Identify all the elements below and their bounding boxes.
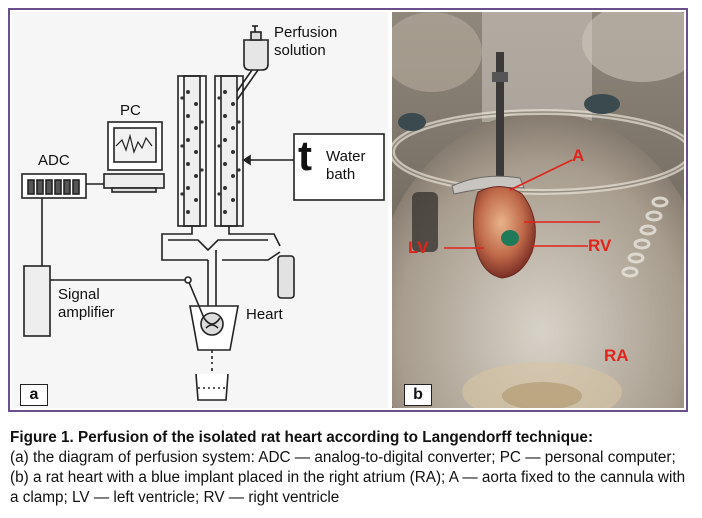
right-atrium-label: RA: [604, 346, 629, 365]
figure-frame: PC ADC Perfusion solution t Water bath S…: [8, 8, 688, 412]
figure-caption: Figure 1. Perfusion of the isolated rat …: [10, 428, 692, 508]
panel-b-photo: A LV RV RA b: [392, 12, 684, 408]
panel-a-letter: a: [20, 384, 48, 406]
water-bath-label-line1: Water: [326, 148, 366, 165]
caption-title: Figure 1. Perfusion of the isolated rat …: [10, 429, 594, 446]
perfusion-solution-label-line1: Perfusion: [274, 24, 338, 41]
caption-text: (a) the diagram of perfusion system: ADC…: [10, 449, 686, 506]
adc-label: ADC: [38, 152, 70, 169]
left-ventricle-label: LV: [408, 238, 429, 257]
panel-divider: [388, 10, 392, 410]
right-ventricle-label: RV: [588, 236, 612, 255]
heart-label: Heart: [246, 306, 283, 323]
water-bath-label-line2: bath: [326, 166, 356, 183]
pc-label: PC: [120, 102, 141, 119]
perfusion-solution-label-line2: solution: [274, 42, 326, 59]
signal-amplifier-label-line2: amplifier: [58, 304, 115, 321]
panel-b-letter: b: [404, 384, 432, 406]
heart-photo-illustration: [392, 12, 684, 408]
signal-amplifier-label-line1: Signal: [58, 286, 100, 303]
perfusion-system-schematic: [21, 25, 385, 401]
panel-a-diagram: PC ADC Perfusion solution t Water bath S…: [12, 12, 388, 408]
aorta-label: A: [572, 146, 585, 165]
water-bath-t-symbol: t: [298, 132, 312, 179]
